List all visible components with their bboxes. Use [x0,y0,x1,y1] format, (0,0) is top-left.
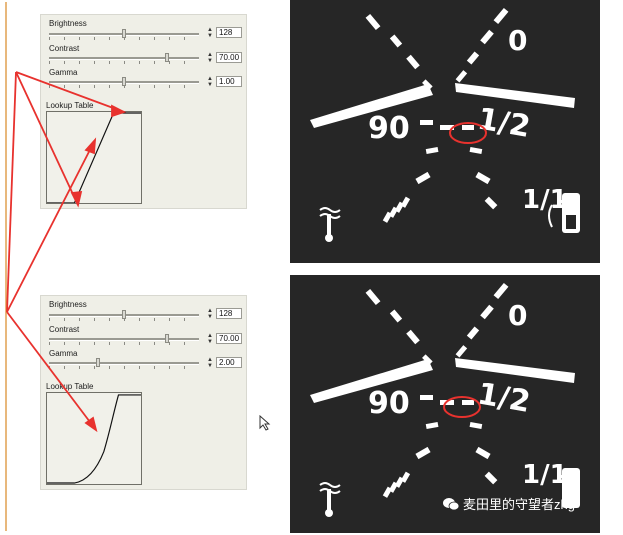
lookup-table-curve [46,111,142,204]
mouse-cursor-icon [259,415,271,431]
gauge-label-empty: 0 [508,24,527,57]
brightness-thumb[interactable] [122,310,126,319]
contrast-slider[interactable] [49,57,199,60]
gamma-thumb[interactable] [122,77,126,86]
gamma-spinner[interactable]: ▲▼ [207,357,213,369]
gauge-label-full: 1/1 [522,185,568,215]
contrast-thumb[interactable] [165,334,169,343]
highlight-circle [443,396,481,418]
brightness-label: Brightness [49,19,87,28]
lookup-table-label: Lookup Table [46,101,94,110]
annotation-bracket [0,0,8,533]
highlight-circle [449,122,487,144]
levels-panel-top: Brightness ▲▼ 128 Contrast ▲▼ 70.00 Gamm… [40,14,247,209]
contrast-ticks [49,342,199,345]
contrast-label: Contrast [49,325,80,334]
gauge-label-90: 90 [368,111,410,146]
gauge-image-bottom: 90 1/2 1/1 0 [290,275,600,533]
contrast-value-field[interactable]: 70.00 [216,52,242,63]
contrast-label: Contrast [49,44,80,53]
lookup-table-label: Lookup Table [46,382,94,391]
contrast-ticks [49,61,199,64]
gamma-slider[interactable] [49,362,199,365]
brightness-value-field[interactable]: 128 [216,308,242,319]
watermark-text: 麦田里的守望者zhg [463,497,575,512]
gauge-label-90: 90 [368,386,410,421]
brightness-label: Brightness [49,300,87,309]
gamma-label: Gamma [49,349,78,358]
gamma-value-field[interactable]: 1.00 [216,76,242,87]
contrast-spinner[interactable]: ▲▼ [207,52,213,64]
gamma-ticks [49,85,199,88]
brightness-thumb[interactable] [122,29,126,38]
brightness-ticks [49,37,199,40]
contrast-slider[interactable] [49,338,199,341]
gamma-label: Gamma [49,68,78,77]
contrast-thumb[interactable] [165,53,169,62]
lookup-table-curve [46,392,142,485]
levels-panel-bottom: Brightness ▲▼ 128 Contrast ▲▼ 70.00 Gamm… [40,295,247,490]
gamma-thumb[interactable] [96,358,100,367]
contrast-value-field[interactable]: 70.00 [216,333,242,344]
gauge-label-full: 1/1 [522,460,568,490]
gamma-ticks [49,366,199,369]
brightness-ticks [49,318,199,321]
brightness-value-field[interactable]: 128 [216,27,242,38]
gamma-value-field[interactable]: 2.00 [216,357,242,368]
contrast-spinner[interactable]: ▲▼ [207,333,213,345]
watermark: 麦田里的守望者zhg [443,494,575,513]
gamma-spinner[interactable]: ▲▼ [207,76,213,88]
brightness-spinner[interactable]: ▲▼ [207,308,213,320]
gauge-label-empty: 0 [508,299,527,332]
wechat-icon [443,497,459,510]
gauge-image-top: 90 1/2 1/1 0 [290,0,600,263]
brightness-spinner[interactable]: ▲▼ [207,27,213,39]
